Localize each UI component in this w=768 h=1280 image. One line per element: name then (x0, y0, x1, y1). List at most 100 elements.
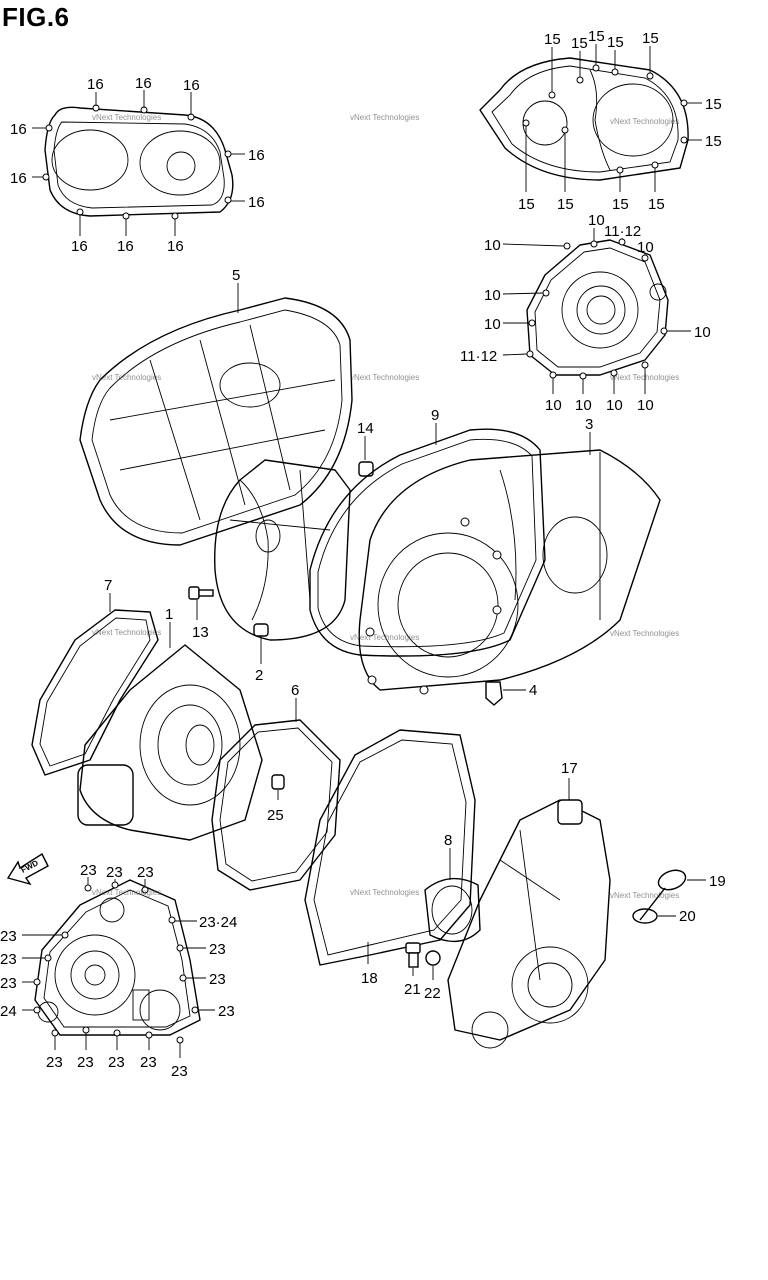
svg-text:vNext Technologies: vNext Technologies (610, 629, 679, 638)
label-23: 23 (140, 1054, 157, 1071)
label-16: 16 (87, 76, 104, 93)
label-25: 25 (267, 807, 284, 824)
label-23: 23 (218, 1003, 235, 1020)
label-10: 10 (484, 237, 501, 254)
leaders-15 (525, 44, 702, 192)
label-23: 23 (137, 864, 154, 881)
part-20-o-ring[interactable] (632, 908, 658, 924)
label-15: 15 (612, 196, 629, 213)
label-23: 23 (209, 971, 226, 988)
part-7-gasket[interactable] (31, 609, 159, 776)
label-5: 5 (232, 267, 240, 284)
part-2-air-duct[interactable] (214, 459, 351, 641)
svg-text:vNext Technologies: vNext Technologies (92, 628, 161, 637)
label-16: 16 (117, 238, 134, 255)
label-16: 16 (248, 194, 265, 211)
label-15: 15 (544, 31, 561, 48)
part-25-dowel[interactable] (271, 774, 285, 790)
label-10: 10 (637, 239, 654, 256)
label-16: 16 (10, 170, 27, 187)
label-15: 15 (607, 34, 624, 51)
label-10: 10 (588, 212, 605, 229)
svg-text:vNext Technologies: vNext Technologies (92, 888, 161, 897)
label-10: 10 (484, 287, 501, 304)
part-1-crankcase-cover[interactable] (77, 644, 263, 841)
svg-text:vNext Technologies: vNext Technologies (350, 633, 419, 642)
part-19-cap[interactable] (639, 867, 688, 921)
label-16: 16 (71, 238, 88, 255)
part-4-plug[interactable] (485, 681, 503, 706)
label-23: 23 (77, 1054, 94, 1071)
part-13-bolt[interactable] (188, 586, 214, 600)
magneto-cover-23[interactable] (34, 879, 201, 1036)
figure-title: FIG.6 (2, 2, 70, 32)
label-7: 7 (104, 577, 112, 594)
svg-text:vNext Technologies: vNext Technologies (610, 891, 679, 900)
labels-16: 16 16 16 16 16 16 16 16 16 16 (10, 75, 265, 255)
label-4: 4 (529, 682, 537, 699)
label-16: 16 (135, 75, 152, 92)
label-23: 23 (171, 1063, 188, 1080)
part-18-gasket[interactable] (304, 729, 476, 966)
label-22: 22 (424, 985, 441, 1002)
cover-15[interactable] (479, 57, 689, 181)
part-14-dowel[interactable] (358, 461, 374, 477)
label-17: 17 (561, 760, 578, 777)
part-9-gasket[interactable] (309, 428, 546, 657)
label-23: 23 (209, 941, 226, 958)
label-8: 8 (444, 832, 452, 849)
label-23: 23 (108, 1054, 125, 1071)
label-10: 10 (637, 397, 654, 414)
svg-text:vNext Technologies: vNext Technologies (350, 888, 419, 897)
label-10: 10 (575, 397, 592, 414)
label-23: 23 (46, 1054, 63, 1071)
label-18: 18 (361, 970, 378, 987)
label-11-12: 11·12 (460, 348, 497, 365)
label-16: 16 (183, 77, 200, 94)
part-21-bolt[interactable] (405, 942, 421, 968)
svg-text:vNext Technologies: vNext Technologies (610, 117, 679, 126)
label-15: 15 (705, 96, 722, 113)
label-23: 23 (80, 862, 97, 879)
label-1: 1 (165, 606, 173, 623)
label-3: 3 (585, 416, 593, 433)
part-17-clutch-cover[interactable] (447, 799, 611, 1049)
label-23: 23 (106, 864, 123, 881)
label-16: 16 (248, 147, 265, 164)
part-8-seal[interactable] (424, 877, 481, 943)
label-21: 21 (404, 981, 421, 998)
label-10: 10 (545, 397, 562, 414)
leaders-16 (32, 90, 245, 236)
label-15: 15 (648, 196, 665, 213)
part-22-washer[interactable] (425, 950, 441, 966)
label-15: 15 (571, 35, 588, 52)
label-23-24: 23·24 (199, 914, 237, 931)
part-6-gasket[interactable] (211, 719, 341, 891)
label-15: 15 (588, 28, 605, 45)
part-3-inner-cover[interactable] (358, 449, 661, 695)
label-23: 23 (0, 951, 17, 968)
label-23: 23 (0, 975, 17, 992)
label-15: 15 (557, 196, 574, 213)
label-11-12: 11·12 (604, 223, 641, 240)
label-20: 20 (679, 908, 696, 925)
label-9: 9 (431, 407, 439, 424)
label-15: 15 (705, 133, 722, 150)
svg-text:vNext Technologies: vNext Technologies (350, 113, 419, 122)
label-16: 16 (10, 121, 27, 138)
label-10: 10 (606, 397, 623, 414)
svg-text:vNext Technologies: vNext Technologies (350, 373, 419, 382)
watermarks: vNext Technologies vNext Technologies vN… (92, 113, 679, 900)
label-16: 16 (167, 238, 184, 255)
outer-cover-16[interactable] (44, 106, 234, 217)
label-13: 13 (192, 624, 209, 641)
part-5-cvt-cover[interactable] (79, 297, 353, 546)
svg-text:vNext Technologies: vNext Technologies (610, 373, 679, 382)
leaders-10 (502, 228, 691, 394)
label-19: 19 (709, 873, 726, 890)
label-15: 15 (642, 30, 659, 47)
label-10: 10 (484, 316, 501, 333)
cover-10[interactable] (526, 239, 669, 376)
labels-23: 23 23 23 23·24 23 23 23 23 23 23 24 23 2… (0, 862, 237, 1080)
